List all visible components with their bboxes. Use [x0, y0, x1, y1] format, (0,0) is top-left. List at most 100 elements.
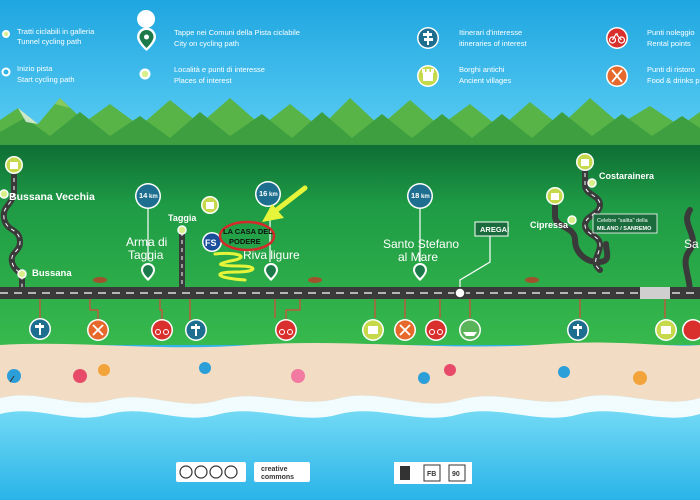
town-arma-line2: Taggia [128, 248, 164, 262]
city-pin-icon [141, 263, 155, 281]
connector-lines-up [147, 208, 491, 287]
legend-item-place: Località e punti di interesse Places of … [139, 65, 265, 85]
aregai-label: AREGAI [474, 221, 509, 237]
place-dot-icon [0, 189, 9, 199]
umbrella-icon [418, 372, 430, 384]
start-point-icon [1, 67, 11, 77]
legend-label-en: Ancient villages [459, 76, 511, 85]
train-station-badge: FS [202, 232, 222, 252]
place-dot-icon [587, 178, 597, 188]
signpost-icon [567, 319, 589, 341]
signpost-icon [29, 318, 51, 340]
town-bussana: Bussana [32, 268, 72, 279]
bike-rental-icon [151, 319, 173, 341]
tunnel-segment [640, 287, 670, 299]
creative-commons-logo: creative commons [254, 462, 310, 482]
connector-lines [39, 299, 666, 320]
cc-label2: commons [261, 474, 294, 481]
umbrella-icon [73, 369, 87, 383]
boat-icon [459, 319, 481, 341]
legend-item-tunnel: Tratti ciclabili in galleria Tunnel cycl… [2, 27, 95, 46]
salita-note: Celebre "salita" della MILANO / SANREMO [592, 213, 658, 234]
legend: Tratti ciclabili in galleria Tunnel cycl… [1, 10, 700, 87]
city-pin-icon [264, 263, 278, 281]
food-icon [394, 319, 416, 341]
umbrella-icon [199, 362, 211, 374]
town-sanremo-cut: Sa [684, 237, 699, 251]
legend-item-rental: Punti noleggio Rental points [606, 27, 695, 49]
sea [0, 395, 700, 500]
legend-label-en: Places of interest [174, 76, 232, 85]
town-cipressa: Cipressa [530, 220, 569, 230]
casa-del-podere-annotation: LA CASA DEL PODERE [218, 220, 276, 252]
footer: creative commons FB 90 [176, 462, 472, 484]
km-marker-14: 14 km [135, 183, 161, 209]
place-dot-icon [567, 215, 577, 225]
castle-icon [576, 153, 594, 171]
place-dot-icon [17, 269, 27, 279]
km-unit: km [421, 194, 430, 200]
umbrella-icon [558, 366, 570, 378]
castle-icon [5, 156, 23, 174]
legend-label-en: Rental points [647, 39, 691, 48]
legend-label-en: City on cycling path [174, 39, 239, 48]
umbrella-icon [633, 371, 647, 385]
legend-label: Borghi antichi [459, 65, 505, 74]
legend-label: Tappe nei Comuni della Pista ciclabile [174, 28, 300, 37]
town-taggia: Taggia [168, 213, 197, 223]
legend-label: Punti di ristoro [647, 65, 695, 74]
castle-icon [362, 319, 384, 341]
town-arma-line1: Arma di [126, 235, 167, 249]
legend-label: Località e punti di interesse [174, 65, 265, 74]
partner-logo-text: FB [427, 471, 436, 478]
umbrella-icon [291, 369, 305, 383]
annotation-arrow [262, 185, 308, 222]
km-value: 14 [139, 191, 148, 200]
legend-label-en: Tunnel cycling path [17, 37, 81, 46]
sea-foam [0, 395, 700, 418]
signpost-icon [185, 319, 207, 341]
bike-rental-icon [275, 319, 297, 341]
legend-item-city: Tappe nei Comuni della Pista ciclabile C… [137, 10, 300, 51]
legend-label-en: Food & drinks p [647, 76, 700, 85]
food-icon [606, 65, 628, 87]
legend-label-en: Start cycling path [17, 75, 75, 84]
town-santo-stefano-line2: al Mare [398, 250, 438, 264]
km-unit: km [149, 194, 158, 200]
town-bussana-vecchia: Bussana Vecchia [9, 191, 95, 203]
city-pin-icon [413, 263, 427, 281]
annotation-squiggle [213, 252, 255, 282]
salita-line2: MILANO / SANREMO [597, 226, 652, 232]
legend-label: Tratti ciclabili in galleria [17, 27, 95, 36]
aregai-text: AREGAI [480, 225, 509, 234]
town-riva-ligure: Riva ligure [243, 248, 300, 262]
beach-umbrellas [7, 362, 647, 385]
umbrella-icon [98, 364, 110, 376]
mountain-range [0, 98, 700, 150]
legend-item-villages: Borghi antichi Ancient villages [417, 65, 511, 87]
km-value: 18 [411, 191, 419, 200]
town-costarainera: Costarainera [599, 171, 655, 181]
station-badge-text: FS [205, 238, 217, 248]
castle-icon [546, 187, 564, 205]
poi-icons [29, 318, 700, 341]
legend-label: Itinerari d'interesse [459, 28, 522, 37]
castle-icon [655, 319, 677, 341]
castle-icon [417, 65, 439, 87]
food-icon [87, 319, 109, 341]
road-deco [93, 277, 539, 283]
bike-rental-icon [425, 319, 447, 341]
cc-label: creative [261, 466, 288, 473]
annotation-line1: LA CASA DEL [223, 227, 273, 236]
beach-sand [0, 342, 700, 415]
place-dot-icon [139, 68, 151, 80]
grass-band [0, 145, 700, 345]
partner-logos: FB 90 [394, 462, 472, 484]
cc-license-badge [176, 462, 246, 482]
tunnel-icon [2, 30, 10, 38]
bike-rental-icon [606, 27, 628, 49]
legend-label-en: itineraries of interest [459, 39, 527, 48]
town-santo-stefano-line1: Santo Stefano [383, 237, 459, 251]
